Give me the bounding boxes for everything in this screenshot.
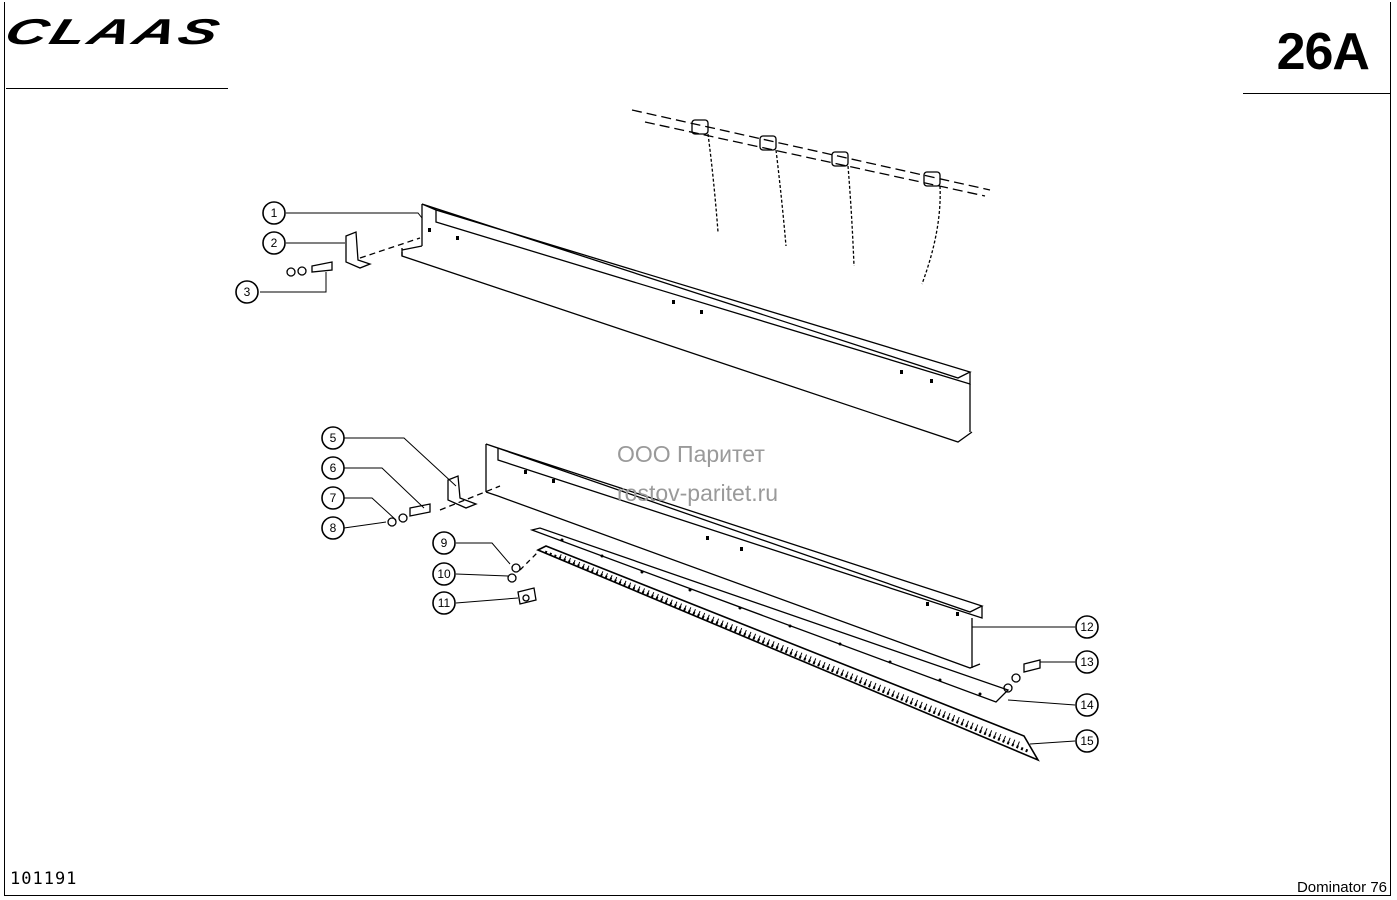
fasteners-parts-6-7-8 [387, 503, 431, 527]
callout-13: 13 [1075, 650, 1099, 674]
lower-profile-holes [524, 470, 959, 616]
model-name: Dominator 76 [1296, 879, 1387, 896]
leader-lines [260, 212, 1076, 745]
callout-15: 15 [1075, 729, 1099, 753]
callout-2: 2 [262, 231, 286, 255]
lower-angle-profile [485, 443, 984, 669]
svg-text:8: 8 [330, 521, 337, 535]
shaft-collars [691, 119, 941, 187]
svg-text:6: 6 [330, 461, 337, 475]
callout-6: 6 [321, 456, 345, 480]
rubber-flap-part-15 [536, 545, 1040, 762]
callout-14: 14 [1075, 693, 1099, 717]
svg-text:7: 7 [330, 491, 337, 505]
header-rule-right [1243, 93, 1390, 94]
shaft-line [644, 121, 986, 197]
svg-text:11: 11 [438, 596, 451, 610]
page-code: 26A [1276, 23, 1370, 81]
fasteners-part-13 [1003, 659, 1041, 693]
svg-text:10: 10 [437, 567, 451, 581]
bracket-part-5 [447, 475, 478, 509]
upper-profile-holes [428, 228, 933, 383]
upper-angle-profile [401, 203, 973, 443]
callout-10: 10 [432, 562, 456, 586]
callout-12: 12 [1075, 615, 1099, 639]
shaft-centerline [631, 109, 991, 191]
callout-9: 9 [432, 531, 456, 555]
fasteners-part-3 [286, 261, 333, 277]
watermark-site: rostov-paritet.ru [617, 480, 779, 506]
callout-8: 8 [321, 516, 345, 540]
svg-text:12: 12 [1080, 620, 1094, 634]
header-rule-left [6, 88, 228, 89]
svg-text:9: 9 [441, 536, 448, 550]
svg-text:3: 3 [244, 285, 251, 299]
wear-strip-holes [560, 538, 982, 696]
svg-text:2: 2 [271, 236, 278, 250]
svg-text:14: 14 [1080, 698, 1094, 712]
hanging-chains [707, 133, 941, 285]
bracket-part-2 [345, 231, 372, 269]
watermark-company: ООО Паритет [617, 441, 765, 467]
drawing-frame [4, 2, 1391, 896]
callout-11: 11 [432, 591, 456, 615]
callout-1: 1 [262, 201, 286, 225]
callout-7: 7 [321, 486, 345, 510]
svg-text:15: 15 [1080, 734, 1094, 748]
svg-text:1: 1 [271, 206, 278, 220]
fasteners-parts-9-10-11 [507, 563, 537, 605]
svg-text:13: 13 [1080, 655, 1094, 669]
document-number: 101191 [10, 869, 78, 889]
callout-5: 5 [321, 426, 345, 450]
svg-text:5: 5 [330, 431, 337, 445]
wear-strip-part-14 [529, 527, 1010, 703]
callout-3: 3 [235, 280, 259, 304]
